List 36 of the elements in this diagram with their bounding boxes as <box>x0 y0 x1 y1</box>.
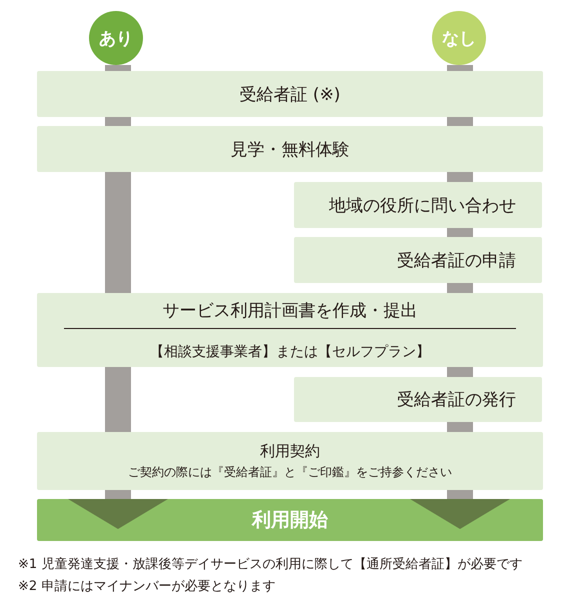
circle-label: あり <box>99 28 133 50</box>
start-circle <box>89 11 143 65</box>
step-label: 利用開始 <box>252 508 328 533</box>
step-note: ご契約の際には『受給者証』と『ご印鑑』をご持参ください <box>128 464 452 480</box>
flow-connector <box>105 367 131 432</box>
step-label: 地域の役所に問い合わせ <box>329 194 516 216</box>
step-label: 見学・無料体験 <box>230 138 350 160</box>
flow-connector <box>447 65 473 71</box>
step-box <box>294 237 542 283</box>
flow-connector <box>105 117 131 126</box>
step-label: 受給者証の発行 <box>397 389 516 411</box>
flow-connector <box>447 422 473 432</box>
step-label: 受給者証 (※) <box>240 84 340 106</box>
flow-connector <box>447 283 473 293</box>
step-box <box>37 432 543 490</box>
step-label: サービス利用計画書を作成・提出 <box>162 300 418 322</box>
step-box <box>294 182 542 228</box>
flow-connector <box>447 117 473 126</box>
step-box <box>294 377 542 422</box>
step-box <box>37 293 543 367</box>
step-box <box>37 71 543 117</box>
flow-connector <box>447 228 473 237</box>
circle-label: なし <box>442 28 476 50</box>
footnote: ※1 児童発達支援・放課後等デイサービスの利用に際して【通所受給者証】が必要です <box>18 556 522 573</box>
step-label: 利用契約 <box>260 442 320 460</box>
flow-connector <box>447 172 473 182</box>
flow-connector <box>105 172 131 293</box>
step-note: 【相談支援事業者】または【セルフプラン】 <box>150 343 430 361</box>
footnote: ※2 申請にはマイナンバーが必要となります <box>18 578 276 595</box>
flow-connector <box>410 490 510 529</box>
start-circle <box>432 11 486 65</box>
flow-connector <box>68 490 168 529</box>
flow-connector <box>105 65 131 71</box>
step-box <box>37 126 543 172</box>
flow-connector <box>447 367 473 377</box>
step-label: 受給者証の申請 <box>397 250 516 272</box>
